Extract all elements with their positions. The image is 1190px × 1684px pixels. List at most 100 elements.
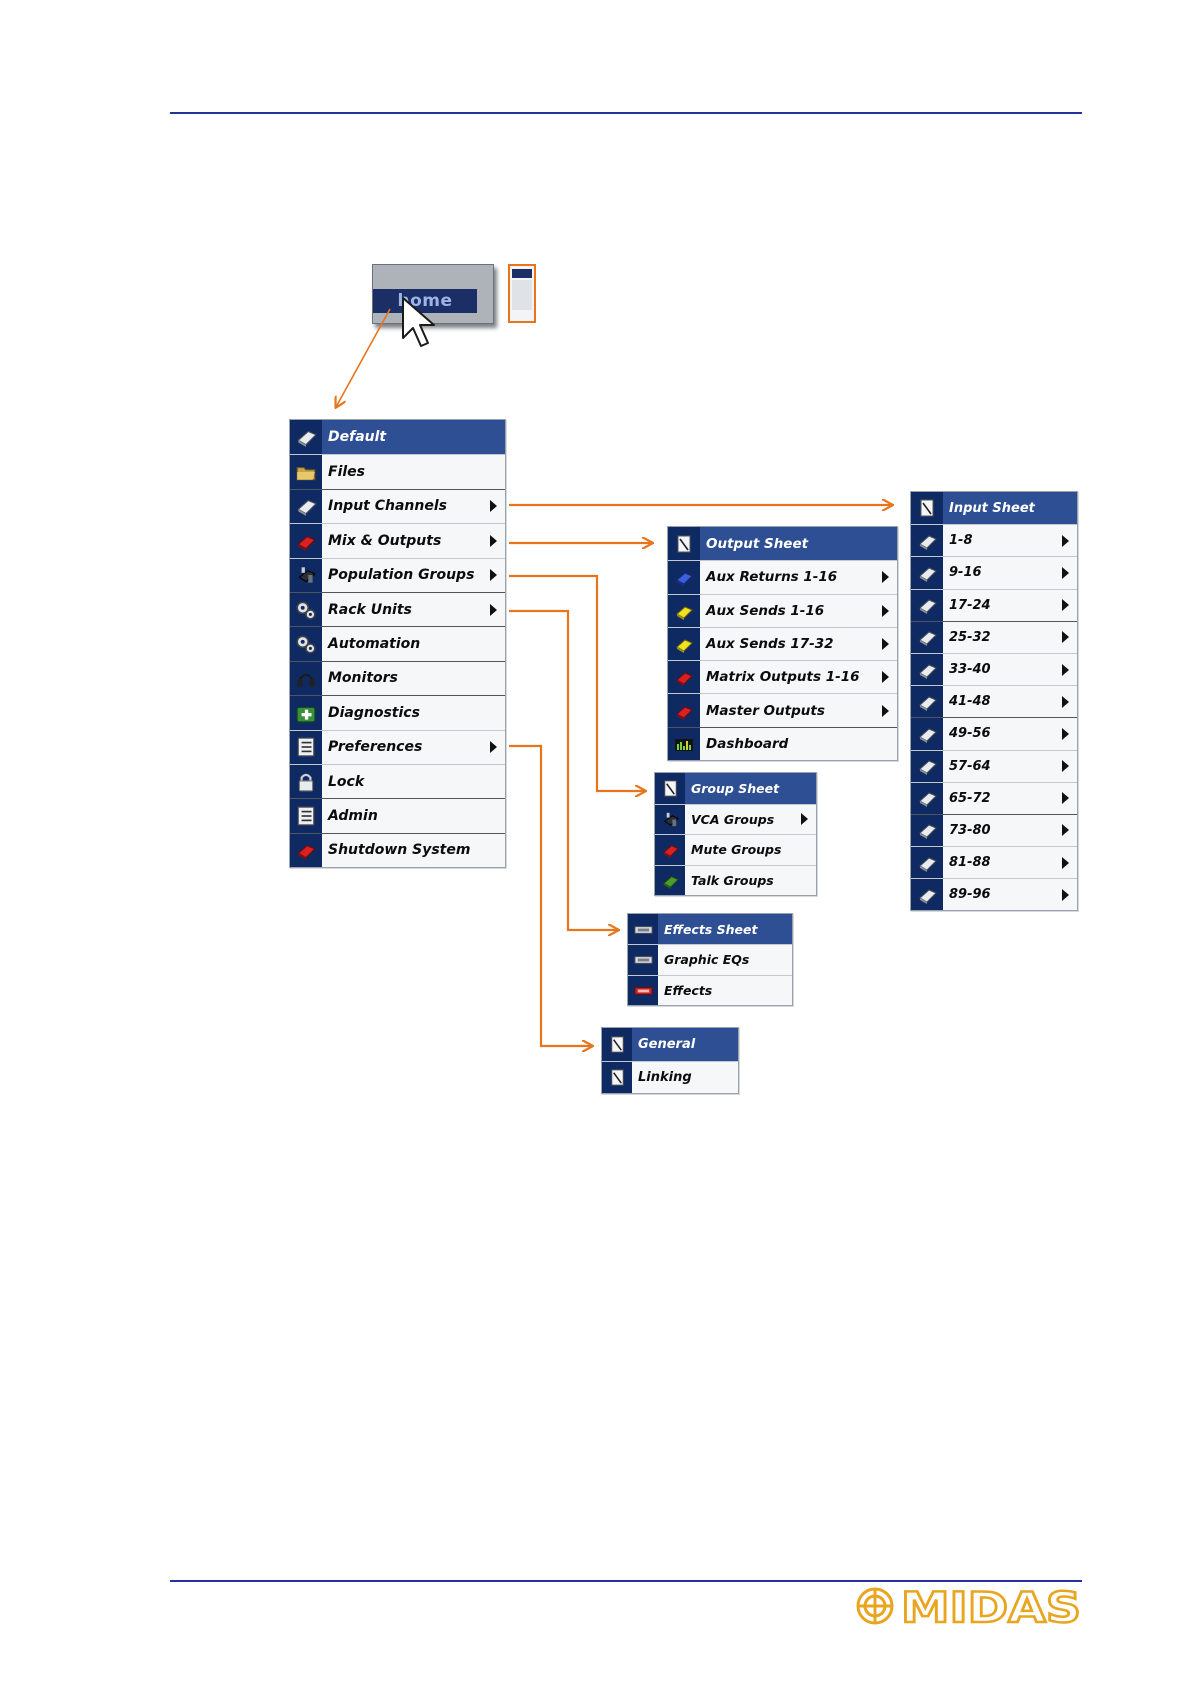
menu-item-label: Graphic EQs [664,952,750,968]
menu-item-icon-cell [290,558,322,592]
menu-item-icon-cell [290,696,322,730]
menu-item-33-40[interactable]: 33-40 [911,652,1077,686]
menu-item-65-72[interactable]: 65-72 [911,781,1077,814]
green-fader-icon [661,871,680,890]
menu-item-icon-cell [655,865,685,895]
menu-item-9-16[interactable]: 9-16 [911,556,1077,589]
channel-strip-icon [917,563,937,583]
channel-strip-icon [917,853,937,873]
menu-item-aux-sends-17-32[interactable]: Aux Sends 17-32 [668,626,897,661]
menu-item-files[interactable]: Files [290,454,505,489]
list-icon [295,805,317,827]
menu-item-population-groups[interactable]: Population Groups [290,557,505,592]
menu-item-label: Preferences [328,739,423,756]
submenu-arrow-icon [882,604,889,617]
menu-item-mix-and-outputs[interactable]: Mix & Outputs [290,523,505,558]
menu-item-label: VCA Groups [691,811,775,827]
home-button-area: home [372,264,498,328]
menu-item-automation[interactable]: Automation [290,626,505,661]
menu-item-graphic-eqs[interactable]: Graphic EQs [628,944,792,975]
channel-strip-icon [917,627,937,647]
menu-item-label: Default [328,429,387,446]
menu-item-aux-sends-1-16[interactable]: Aux Sends 1-16 [668,593,897,627]
submenu-arrow-icon [490,569,497,582]
menu-item-group-sheet[interactable]: Group Sheet [655,773,816,804]
group-fader-icon [661,810,680,829]
menu-item-icon-cell [911,686,943,718]
home-page-thumbnail[interactable] [508,264,536,323]
menu-item-41-48[interactable]: 41-48 [911,685,1077,718]
menu-item-label: Shutdown System [328,842,471,859]
menu-item-label: General [638,1036,696,1052]
menu-item-icon-cell [911,525,943,557]
menu-item-label: Rack Units [328,601,412,618]
submenu-arrow-icon [1062,760,1069,773]
menu-item-vca-groups[interactable]: VCA Groups [655,803,816,834]
submenu-arrow-icon [1062,566,1069,579]
top-rule [170,112,1082,114]
menu-item-talk-groups[interactable]: Talk Groups [655,864,816,895]
menu-item-1-8[interactable]: 1-8 [911,524,1077,557]
red-fader-icon [674,667,694,687]
menu-item-label: Talk Groups [691,872,774,888]
menu-item-rack-units[interactable]: Rack Units [290,591,505,627]
midas-logo: MIDAS [855,1582,1085,1633]
rack-unit-icon [633,950,653,969]
menu-item-icon-cell [290,420,322,455]
menu-item-shutdown-system[interactable]: Shutdown System [290,832,505,868]
menu-item-effects-sheet[interactable]: Effects Sheet [628,914,792,945]
menu-item-master-outputs[interactable]: Master Outputs [668,693,897,727]
menu-item-monitors[interactable]: Monitors [290,660,505,696]
menu-item-icon-cell [911,589,943,621]
menu-item-81-88[interactable]: 81-88 [911,846,1077,879]
submenu-arrow-icon [490,500,497,513]
menu-item-admin[interactable]: Admin [290,798,505,833]
menu-item-49-56[interactable]: 49-56 [911,717,1077,750]
menu-item-25-32[interactable]: 25-32 [911,620,1077,653]
menu-item-label: Lock [328,773,365,790]
submenu-arrow-icon [1062,663,1069,676]
menu-item-lock[interactable]: Lock [290,763,505,799]
menu-item-icon-cell [655,835,685,865]
menu-item-icon-cell [655,773,685,804]
menu-item-icon-cell [668,627,700,661]
thumbnail-body [512,280,532,310]
menu-item-aux-returns-1-16[interactable]: Aux Returns 1-16 [668,560,897,594]
menu-item-label: Input Sheet [949,500,1035,516]
menu-item-preferences[interactable]: Preferences [290,729,505,764]
thumbnail-header [512,269,532,278]
channel-strip-icon [917,692,937,712]
channel-strip-icon [917,595,937,615]
menu-item-linking[interactable]: Linking [602,1060,738,1093]
submenu-arrow-icon [1062,888,1069,901]
menu-item-input-sheet[interactable]: Input Sheet [911,492,1077,525]
channel-strip-icon [917,724,937,744]
menu-item-17-24[interactable]: 17-24 [911,588,1077,621]
menu-item-matrix-outputs-1-16[interactable]: Matrix Outputs 1-16 [668,660,897,694]
submenu-arrow-icon [1062,631,1069,644]
menu-item-73-80[interactable]: 73-80 [911,813,1077,847]
menu-item-icon-cell [911,879,943,911]
menu-item-label: 17-24 [949,597,991,613]
menu-item-default[interactable]: Default [290,420,505,455]
menu-item-input-channels[interactable]: Input Channels [290,488,505,524]
menu-item-label: Mute Groups [691,842,782,858]
red-fader-icon [661,840,680,859]
group-fader-icon [295,564,317,586]
menu-item-label: Admin [328,807,378,824]
menu-item-dashboard[interactable]: Dashboard [668,726,897,761]
menu-item-icon-cell [290,455,322,489]
menu-item-general[interactable]: General [602,1028,738,1061]
menu-item-57-64[interactable]: 57-64 [911,749,1077,782]
menu-item-effects[interactable]: Effects [628,974,792,1005]
menu-item-mute-groups[interactable]: Mute Groups [655,834,816,865]
menu-item-label: Effects Sheet [664,921,758,937]
menu-item-label: Aux Returns 1-16 [706,569,838,586]
menu-item-label: Mix & Outputs [328,532,442,549]
yellow-fader-icon [674,601,694,621]
menu-item-89-96[interactable]: 89-96 [911,878,1077,911]
menu-item-diagnostics[interactable]: Diagnostics [290,695,505,730]
menu-item-output-sheet[interactable]: Output Sheet [668,527,897,561]
